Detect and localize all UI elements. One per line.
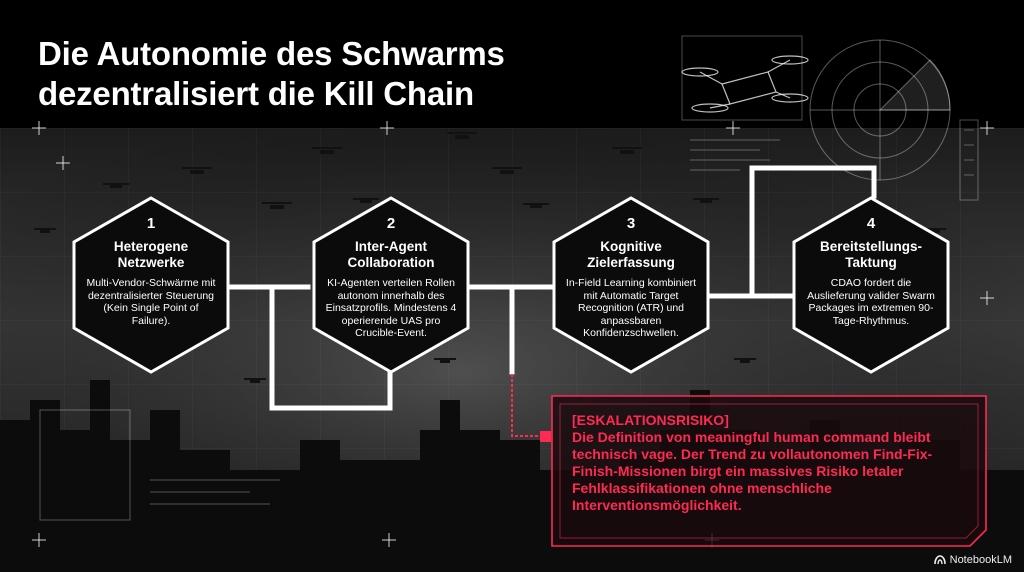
branding-label: NotebookLM: [949, 554, 1012, 566]
title-line-2: dezentralisiert die Kill Chain: [38, 75, 474, 112]
step-number: 4: [866, 215, 876, 232]
hexagon-shape: [792, 196, 950, 374]
step-title: Inter-Agent Collaboration: [325, 239, 457, 271]
hexagon-shape: [312, 196, 470, 374]
step-title-line-1: Inter-Agent: [355, 239, 427, 254]
drone-wireframe-icon: [681, 55, 809, 113]
step-hexagon-4: 4 Bereitstellungs- Taktung CDAO fordert …: [791, 195, 951, 375]
page-title: Die Autonomie des Schwarms dezentralisie…: [38, 34, 638, 114]
step-title: Kognitive Zielerfassung: [565, 239, 697, 271]
notebooklm-branding: NotebookLM: [933, 554, 1012, 566]
risk-box: [551, 395, 987, 547]
step-number: 2: [386, 215, 396, 232]
step-title: Bereitstellungs- Taktung: [805, 239, 937, 271]
step-title-line-2: Taktung: [845, 255, 897, 270]
title-line-1: Die Autonomie des Schwarms: [38, 35, 505, 72]
risk-body: Die Definition von meaningful human comm…: [572, 429, 933, 513]
hud-panel-lines: [39, 35, 979, 521]
step-description: CDAO fordert die Auslieferung valider Sw…: [807, 277, 935, 327]
hexagon-shape: [72, 196, 230, 374]
step-number: 3: [626, 215, 636, 232]
step-description: In-Field Learning kombiniert mit Automat…: [565, 277, 697, 339]
step-description: Multi-Vendor-Schwärme mit dezentralisier…: [86, 277, 216, 327]
step-description: KI-Agenten verteilen Rollen autonom inne…: [325, 277, 457, 339]
step-title-line-2: Netzwerke: [117, 255, 185, 270]
process-connector: [229, 165, 877, 411]
hexagon-shape: [552, 196, 710, 374]
step-title-line-1: Kognitive: [600, 239, 662, 254]
step-title-line-2: Zielerfassung: [587, 255, 675, 270]
step-title-line-1: Bereitstellungs-: [819, 239, 923, 254]
escalation-risk-text: [ESKALATIONSRISIKO] Die Definition von m…: [572, 412, 972, 514]
step-hexagon-3: 3 Kognitive Zielerfassung In-Field Learn…: [551, 195, 711, 375]
step-hexagon-1: 1 Heterogene Netzwerke Multi-Vendor-Schw…: [71, 195, 231, 375]
step-number: 1: [146, 215, 156, 232]
step-title-line-1: Heterogene: [113, 239, 189, 254]
risk-connector: [511, 374, 551, 442]
hud-radar: [809, 39, 951, 181]
step-title: Heterogene Netzwerke: [85, 239, 217, 271]
notebook-icon: [933, 555, 946, 565]
step-title-line-2: Collaboration: [347, 255, 435, 270]
swarm-drones: [34, 132, 946, 383]
risk-heading: [ESKALATIONSRISIKO]: [572, 412, 729, 428]
step-hexagon-2: 2 Inter-Agent Collaboration KI-Agenten v…: [311, 195, 471, 375]
